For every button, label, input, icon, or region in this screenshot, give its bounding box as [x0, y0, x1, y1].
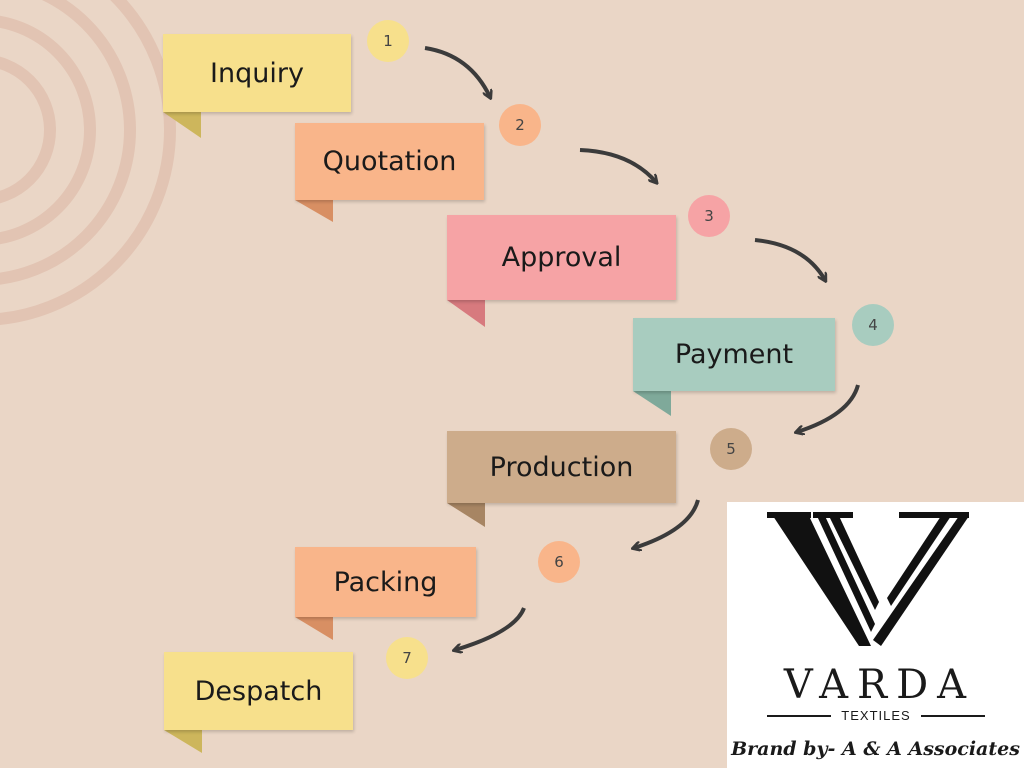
step-number-badge: 3 [688, 195, 730, 237]
step-number: 5 [726, 440, 736, 458]
step-banner: Approval [447, 215, 676, 300]
varda-logo: VARDA TEXTILES Brand by- A & A Associate… [727, 502, 1024, 768]
arrow-5-6 [634, 499, 700, 548]
step-label: Approval [501, 242, 622, 273]
step-number: 3 [704, 207, 714, 225]
banner-fold [295, 617, 333, 640]
brand-subtitle: TEXTILES [841, 708, 911, 723]
step-label: Payment [674, 339, 794, 370]
step-number: 7 [402, 649, 412, 667]
step-label: Packing [333, 566, 438, 598]
step-label: Production [489, 451, 634, 483]
banner-fold [164, 730, 202, 753]
step-number-badge: 1 [367, 20, 409, 62]
step-number-badge: 7 [386, 637, 428, 679]
step-banner: Payment [633, 318, 835, 391]
divider-line [767, 714, 832, 717]
step-label: Despatch [194, 675, 323, 707]
step-label: Quotation [322, 146, 457, 177]
step-banner: Packing [295, 547, 476, 617]
banner-fold [447, 300, 485, 327]
divider-line [920, 714, 986, 717]
step-number: 4 [868, 316, 878, 334]
arrow-4-5 [797, 384, 860, 432]
arrow-6-7 [455, 607, 526, 650]
step-number: 2 [515, 116, 525, 134]
brand-tagline: Brand by- A & A Associates [731, 738, 1020, 760]
step-label: Inquiry [210, 57, 304, 89]
banner-fold [163, 112, 201, 138]
step-number: 6 [554, 553, 564, 571]
brand-subtitle-row: TEXTILES [767, 708, 986, 723]
arrow-3-4 [754, 238, 825, 280]
arrow-2-3 [579, 148, 656, 182]
arrow-1-2 [424, 46, 490, 97]
banner-fold [633, 391, 671, 416]
step-banner: Production [447, 431, 676, 503]
step-number: 1 [383, 32, 393, 50]
varda-v-monogram-icon [767, 512, 969, 646]
step-banner: Inquiry [163, 34, 351, 112]
banner-fold [295, 200, 333, 222]
step-number-badge: 5 [710, 428, 752, 470]
step-number-badge: 6 [538, 541, 580, 583]
banner-fold [447, 503, 485, 527]
step-number-badge: 4 [852, 304, 894, 346]
step-banner: Quotation [295, 123, 484, 200]
step-number-badge: 2 [499, 104, 541, 146]
brand-name: VARDA [783, 662, 976, 708]
step-banner: Despatch [164, 652, 353, 730]
